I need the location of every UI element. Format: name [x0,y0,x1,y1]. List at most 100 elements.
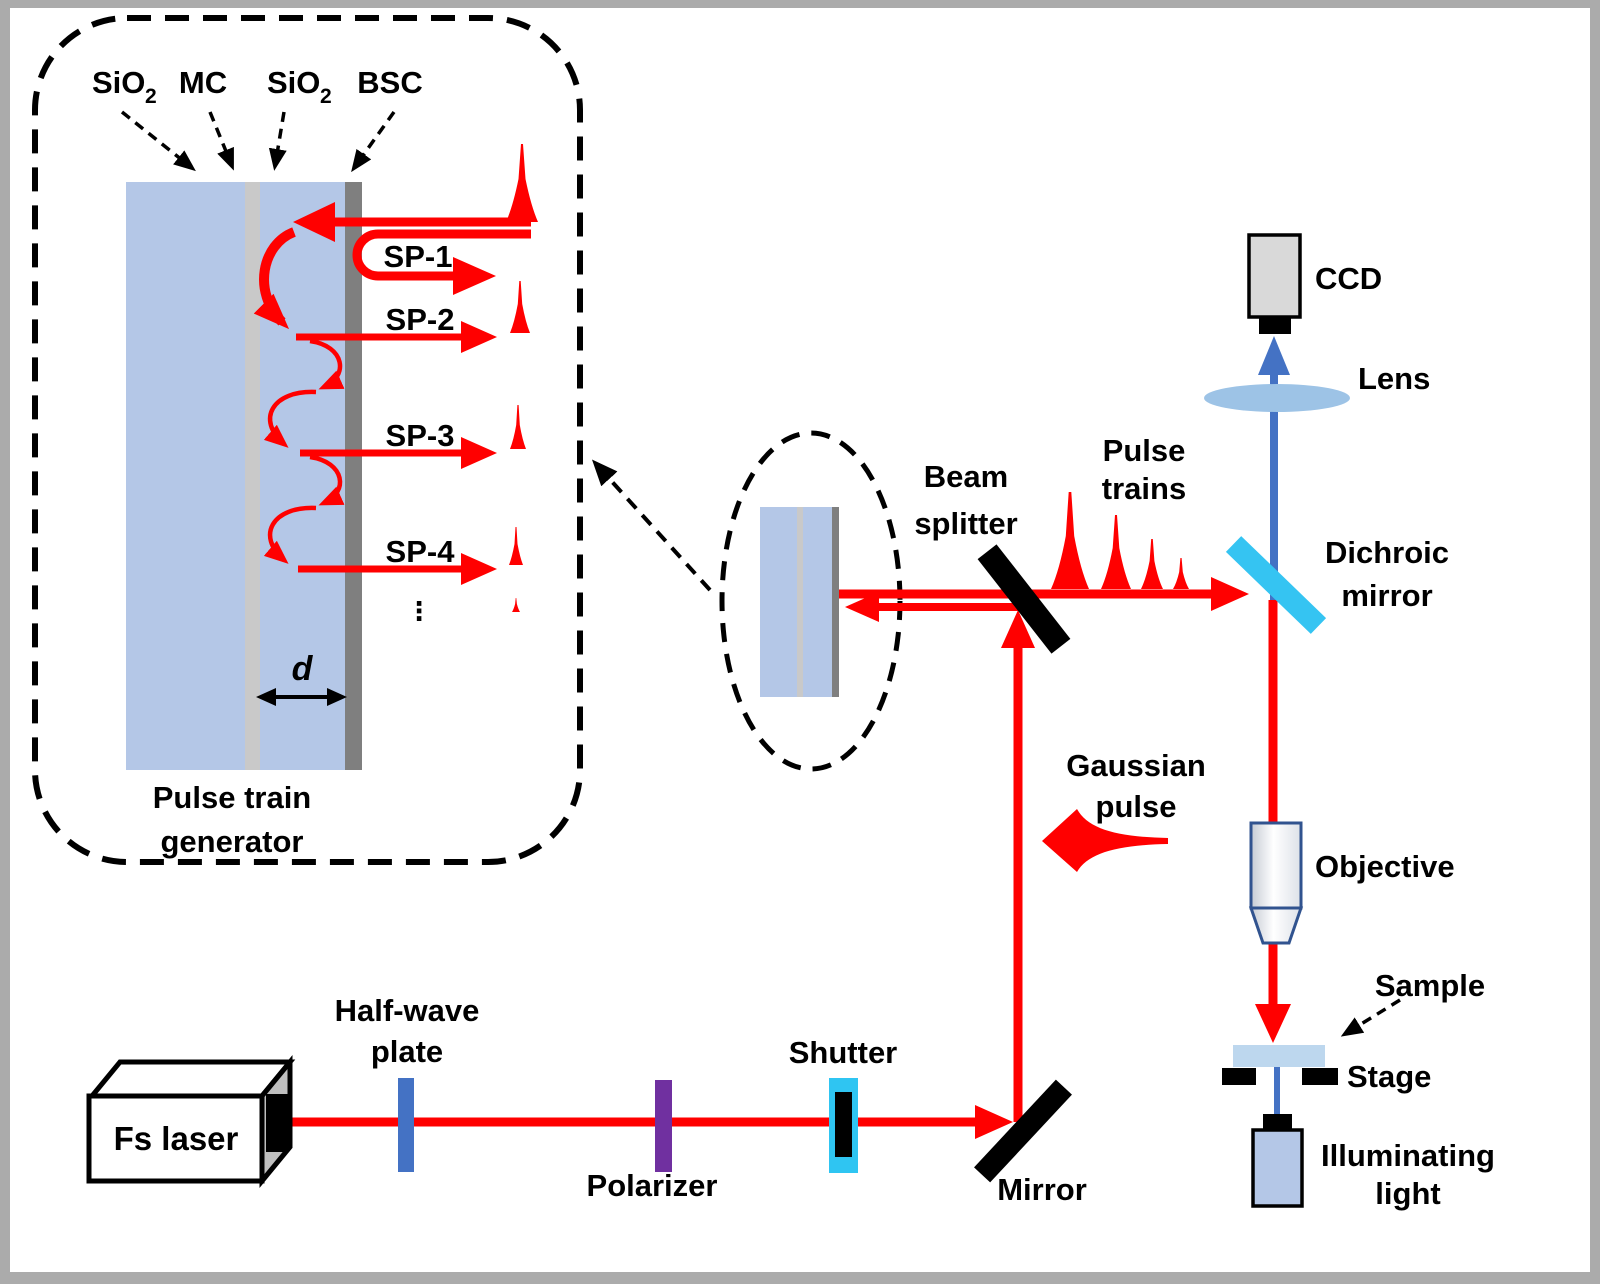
sample-label: Sample [1375,968,1485,1003]
sp2-pulse-shape [510,281,530,333]
turning-mirror [974,1079,1072,1183]
ccd-label: CCD [1315,261,1382,296]
beam-splitter-label-1: Beam [924,459,1008,494]
laser-aperture [266,1094,288,1152]
callout-pointer [591,459,712,592]
objective-label: Objective [1315,849,1455,884]
sp1-uturn-beam [352,229,531,281]
shutter [829,1078,858,1173]
dichroic-mirror [1225,536,1327,634]
train-pulse-3 [1141,539,1163,589]
ccd-camera [1247,233,1302,334]
train-pulse-4 [1173,558,1189,589]
input-beam-arrowhead [293,202,335,242]
gaussian-label-2: pulse [1096,789,1177,824]
thickness-arrow-left [256,688,276,706]
stage-right [1302,1068,1338,1085]
fs-laser-label: Fs laser [114,1120,239,1157]
return-beam-arrowhead [845,592,879,622]
ccd-mount [1259,317,1291,334]
generator-caption-1: Pulse train [153,780,312,815]
sio2-right-sub: 2 [320,85,332,108]
beam-splitter [977,544,1071,654]
shutter-blade [835,1092,852,1157]
fs-laser [86,1055,296,1188]
bounce-arc-2 [263,389,317,448]
stage-left [1222,1068,1256,1085]
mini-bsc [832,507,839,697]
inset-dashed-border [32,15,583,865]
dichroic-label-1: Dichroic [1325,535,1449,570]
train-pulse-1 [1051,492,1089,589]
sio2-right-pointer [268,111,287,171]
generator-callout [591,430,903,772]
half-wave-label-2: plate [371,1034,443,1069]
pulse-trains-label-2: trains [1102,471,1186,506]
sp2-label: SP-2 [386,302,455,337]
sample-pointer [1340,998,1401,1037]
sp4-label: SP-4 [386,534,456,569]
illuminating-label-1: Illuminating [1321,1138,1495,1173]
sp4-pulse-shape [509,527,523,565]
sio2-layer-left [126,182,245,770]
bounce-arc-3 [309,454,345,506]
vertical-beam-arrowhead [1001,610,1035,648]
mc-label: MC [179,65,227,100]
ellipsis-dots: ⋮ [406,596,432,626]
laser-beam-arrowhead [975,1105,1013,1139]
pulse-train-arrowhead [1211,577,1249,611]
input-pulse-shape [506,144,538,222]
sp4-arrowhead [461,553,497,585]
shutter-label: Shutter [789,1035,898,1070]
generator-caption-2: generator [161,824,304,859]
train-pulse-2 [1101,515,1131,589]
polarizer [655,1080,672,1172]
sio2-right-label: SiO [267,65,320,100]
callout-ellipse [719,430,903,772]
pulse-trains-label-1: Pulse [1103,433,1186,468]
mirror-label: Mirror [997,1172,1087,1207]
pulse-train-generator-inset: SiO 2 MC SiO 2 BSC SP-1 SP-2 SP-3 SP-4 ⋮… [32,15,583,865]
sp3-pulse-shape [510,405,526,449]
mc-pointer [208,111,234,171]
pulse-train-shapes [1051,492,1189,589]
thickness-arrow-right [327,688,347,706]
mini-sio2-left [760,507,797,697]
bsc-pointer [351,110,396,173]
illumination-source [1251,1114,1304,1208]
stage-label: Stage [1347,1059,1431,1094]
polarizer-label: Polarizer [587,1168,718,1203]
gaussian-pulse-shape [1042,809,1168,872]
sample [1233,1045,1325,1067]
sp2-arrowhead [461,321,497,353]
focus-beam-arrowhead [1255,1004,1291,1043]
bsc-layer [345,182,362,770]
lens [1204,384,1350,412]
sio2-layer-right [260,182,345,770]
bounce-arc-1 [309,338,345,390]
sp3-arrowhead [461,437,497,469]
illumination-cap [1263,1114,1292,1131]
bounce-arc-thick [253,227,297,330]
beam-splitter-label-2: splitter [914,506,1017,541]
half-wave-plate [398,1078,414,1172]
sio2-left-pointer [120,110,196,172]
objective-lens [1248,821,1304,945]
sio2-left-sub: 2 [145,85,157,108]
half-wave-label-1: Half-wave [335,993,480,1028]
mini-mc [797,507,803,697]
thickness-label: d [292,650,314,688]
dichroic-label-2: mirror [1341,578,1432,613]
sp5-pulse-shape [512,598,520,612]
imaging-beam-arrowhead [1258,336,1290,375]
bsc-label: BSC [357,65,422,100]
gaussian-label-1: Gaussian [1066,748,1206,783]
sp1-arrowhead [453,257,496,295]
sp3-label: SP-3 [386,418,455,453]
sio2-left-label: SiO [92,65,145,100]
illuminating-label-2: light [1375,1176,1440,1211]
bounce-arc-4 [263,505,317,564]
lens-label: Lens [1358,361,1430,396]
